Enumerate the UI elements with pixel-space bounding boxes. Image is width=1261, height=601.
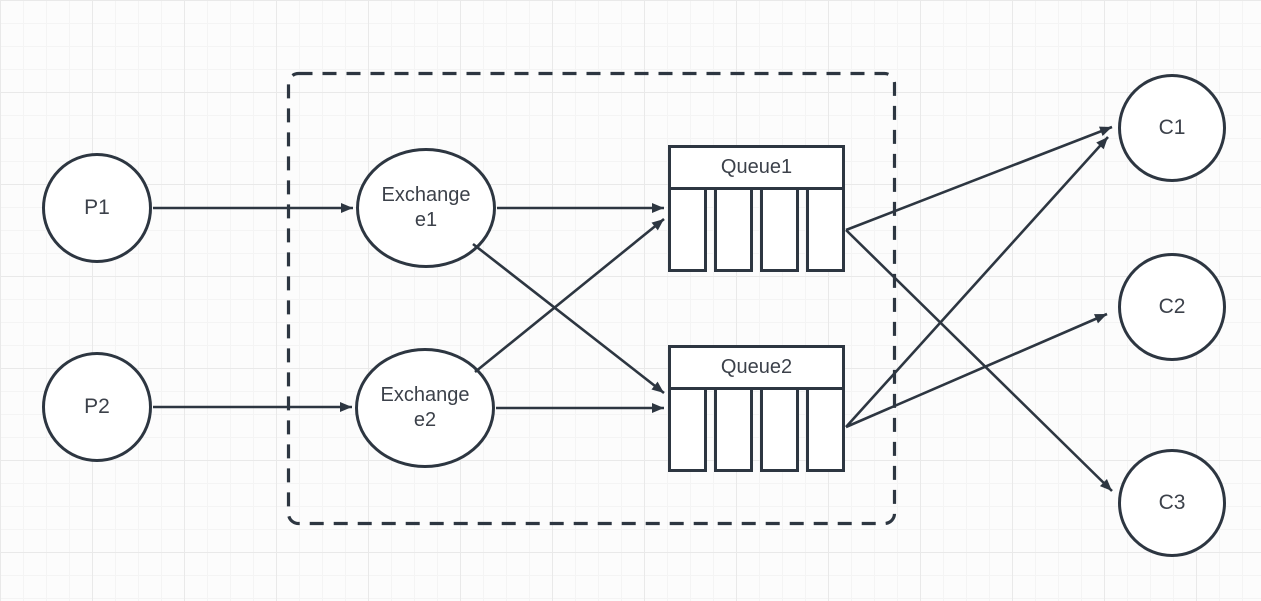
queue-slot xyxy=(668,187,707,272)
consumer-node-c3[interactable]: C3 xyxy=(1118,449,1226,557)
queue-node-queue2[interactable]: Queue2 xyxy=(668,345,845,472)
exchange-label-line2: e2 xyxy=(413,409,437,431)
edge-q1-c1[interactable] xyxy=(845,125,1113,232)
edge-q2-c1[interactable] xyxy=(845,136,1109,428)
consumer-label: C1 xyxy=(1158,116,1186,139)
queue-slot xyxy=(714,187,753,272)
queue-slot xyxy=(806,387,845,472)
queue-slot xyxy=(760,387,799,472)
queue-slots xyxy=(668,387,845,472)
exchange-label-line1: Exchange xyxy=(381,184,471,206)
queue-slot xyxy=(806,187,845,272)
consumer-node-c1[interactable]: C1 xyxy=(1118,74,1226,182)
exchange-node-e1[interactable]: Exchange e1 xyxy=(356,148,496,268)
queue-title: Queue2 xyxy=(668,345,845,390)
exchange-label-line2: e1 xyxy=(414,209,438,231)
producer-label: P1 xyxy=(84,196,110,219)
producer-node-p2[interactable]: P2 xyxy=(42,352,152,462)
consumer-label: C2 xyxy=(1158,295,1186,318)
queue-slot xyxy=(668,387,707,472)
exchange-label-line1: Exchange xyxy=(380,384,470,406)
exchange-node-e2[interactable]: Exchange e2 xyxy=(355,348,495,468)
edge-q1-c3[interactable] xyxy=(845,229,1113,492)
edge-q2-c2[interactable] xyxy=(845,312,1108,429)
queue-title: Queue1 xyxy=(668,145,845,190)
consumer-node-c2[interactable]: C2 xyxy=(1118,253,1226,361)
edge-e1-q2[interactable] xyxy=(472,242,665,395)
queue-slots xyxy=(668,187,845,272)
producer-label: P2 xyxy=(84,395,110,418)
queue-slot xyxy=(714,387,753,472)
consumer-label: C3 xyxy=(1158,491,1186,514)
queue-slot xyxy=(760,187,799,272)
queue-node-queue1[interactable]: Queue1 xyxy=(668,145,845,272)
edge-e2-q1[interactable] xyxy=(474,217,665,374)
producer-node-p1[interactable]: P1 xyxy=(42,153,152,263)
